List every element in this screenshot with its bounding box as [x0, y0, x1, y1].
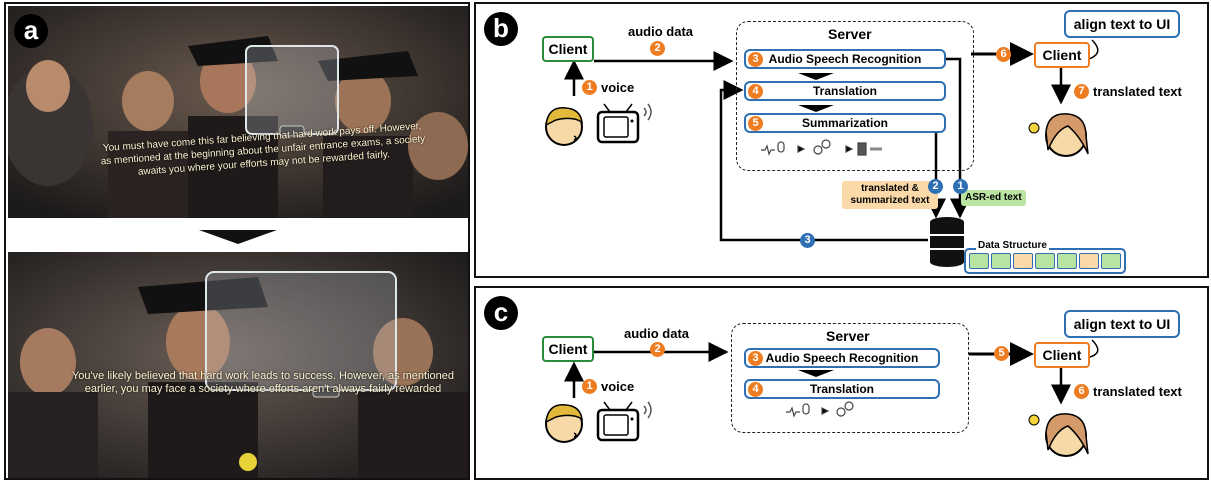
tv-icon — [596, 103, 652, 144]
panel-b: Client audio data 2 1 voice Server Audio… — [474, 2, 1209, 278]
server-title: Server — [826, 328, 870, 344]
num-blue-1: 1 — [953, 179, 968, 194]
align-text-box: align text to UI — [1064, 10, 1180, 38]
panel-a: You must have come this far believing th… — [4, 2, 470, 480]
pipeline-icons — [786, 401, 854, 418]
num-blue-3: 3 — [800, 233, 815, 248]
panel-b-arrows — [545, 39, 1099, 267]
num-asr: 3 — [748, 351, 763, 366]
num-voice: 1 — [582, 80, 597, 95]
server-box — [731, 323, 969, 433]
client-left-box: Client — [542, 36, 594, 62]
num-translation: 4 — [748, 382, 763, 397]
translated-text-label: translated text — [1093, 384, 1182, 399]
audio-data-label: audio data — [628, 24, 694, 39]
user-left-icon — [545, 107, 583, 146]
photo-top: You must have come this far believing th… — [8, 6, 468, 218]
stage-asr: Audio Speech Recognition — [744, 348, 940, 368]
data-structure-box — [964, 248, 1126, 274]
num-translated: 6 — [1074, 384, 1089, 399]
stage-translation: Translation — [744, 379, 940, 399]
panel-c: Client audio data 2 1 voice Server Audio… — [474, 286, 1209, 480]
num-blue-2: 2 — [928, 179, 943, 194]
num-audio: 2 — [650, 41, 665, 56]
panel-label-b: b — [484, 12, 518, 46]
voice-label: voice — [601, 80, 635, 95]
client-left-box: Client — [542, 336, 594, 362]
num-asr: 3 — [748, 52, 763, 67]
align-text-box: align text to UI — [1064, 310, 1180, 338]
server-box — [736, 21, 974, 171]
user-right-icon — [1028, 413, 1089, 457]
num-to-client: 5 — [994, 346, 1009, 361]
client-right-box: Client — [1034, 342, 1090, 368]
panel-label-a: a — [14, 14, 48, 48]
user-left-icon — [545, 404, 583, 443]
caption-bottom: You've likely believed that hard work le… — [71, 370, 454, 395]
pipeline-icons — [761, 139, 882, 156]
stage-translation: Translation — [744, 81, 946, 101]
client-right-box: Client — [1034, 42, 1090, 68]
voice-label: voice — [601, 379, 635, 394]
num-audio: 2 — [650, 342, 665, 357]
num-summ: 5 — [748, 116, 763, 131]
stage-asr: Audio Speech Recognition — [744, 49, 946, 69]
stage-summarization: Summarization — [744, 113, 946, 133]
audio-data-label: audio data — [624, 326, 690, 341]
num-voice: 1 — [582, 379, 597, 394]
translated-text-label: translated text — [1093, 84, 1182, 99]
panel-label-c: c — [484, 296, 518, 330]
tag-asr: ASR-ed text — [961, 190, 1026, 206]
tag-translated-summarized: translated & summarized text — [842, 181, 938, 209]
num-translation: 4 — [748, 84, 763, 99]
photo-bottom: You've likely believed that hard work le… — [8, 252, 468, 478]
tv-icon — [596, 401, 652, 442]
data-structure-label: Data Structure — [976, 240, 1049, 251]
database-icon — [930, 217, 964, 267]
user-right-icon — [1028, 113, 1089, 157]
num-to-client: 6 — [996, 47, 1011, 62]
server-title: Server — [828, 26, 872, 42]
num-translated: 7 — [1074, 84, 1089, 99]
